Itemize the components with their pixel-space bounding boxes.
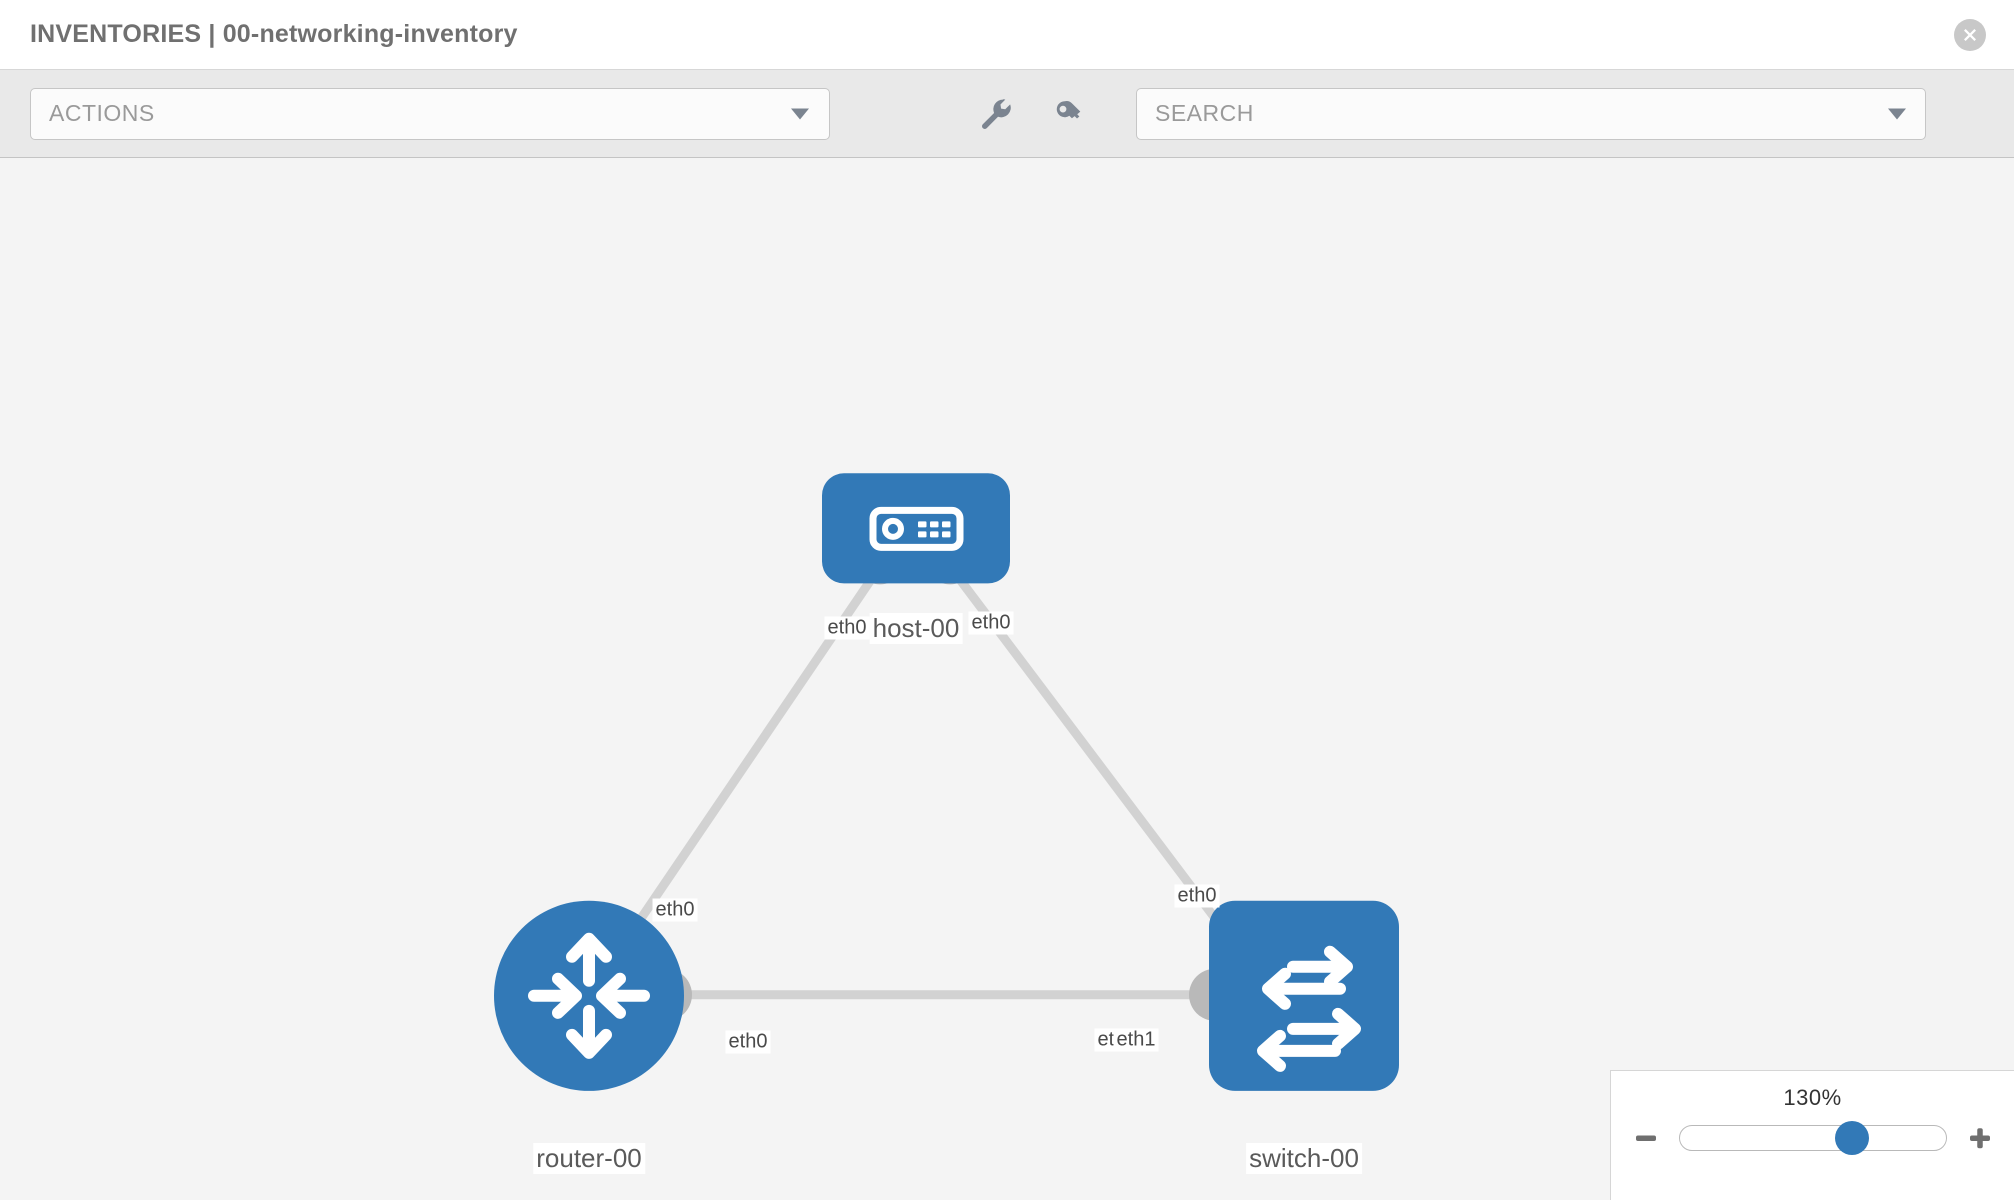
server-appliance-icon (869, 506, 964, 551)
page-header: INVENTORIES | 00-networking-inventory (0, 0, 2014, 70)
topology-canvas[interactable]: eth0 eth0 eth0 eth0 eth0 eth0 eth1 host-… (0, 158, 2014, 1200)
zoom-in-button[interactable] (1965, 1123, 1995, 1153)
node-host-00[interactable] (822, 473, 1010, 584)
four-arrows-inward-icon (528, 932, 650, 1059)
four-arrows-bidirectional-icon (1257, 945, 1361, 1072)
actions-dropdown-label: ACTIONS (49, 100, 155, 126)
zoom-slider-row (1611, 1121, 2014, 1155)
server-appliance-icon-details (882, 517, 951, 540)
chevron-down-icon[interactable] (1888, 108, 1906, 119)
topology-graph (494, 473, 1399, 1091)
close-icon[interactable] (1954, 18, 1986, 51)
node-router-00[interactable] (494, 900, 684, 1091)
toolbar-icon-group (975, 93, 1091, 135)
topology-links (596, 563, 1242, 1000)
search-input[interactable] (1136, 87, 1926, 140)
actions-dropdown[interactable]: ACTIONS (30, 87, 830, 140)
search-field-wrapper (1136, 87, 1926, 140)
zoom-level-value: 130% (1783, 1085, 1842, 1110)
toolbar: ACTIONS (0, 70, 2014, 158)
zoom-slider-thumb[interactable] (1835, 1121, 1870, 1155)
link-host00-switch00[interactable] (946, 563, 1242, 952)
page-title: INVENTORIES | 00-networking-inventory (30, 20, 518, 48)
zoom-slider-track[interactable] (1678, 1121, 1947, 1155)
key-icon[interactable] (1049, 93, 1091, 135)
node-switch-00[interactable] (1209, 900, 1399, 1091)
zoom-out-button[interactable] (1631, 1123, 1661, 1153)
chevron-down-icon (791, 108, 809, 119)
wrench-icon[interactable] (975, 93, 1017, 135)
zoom-control-panel: 130% (1610, 1070, 2014, 1200)
